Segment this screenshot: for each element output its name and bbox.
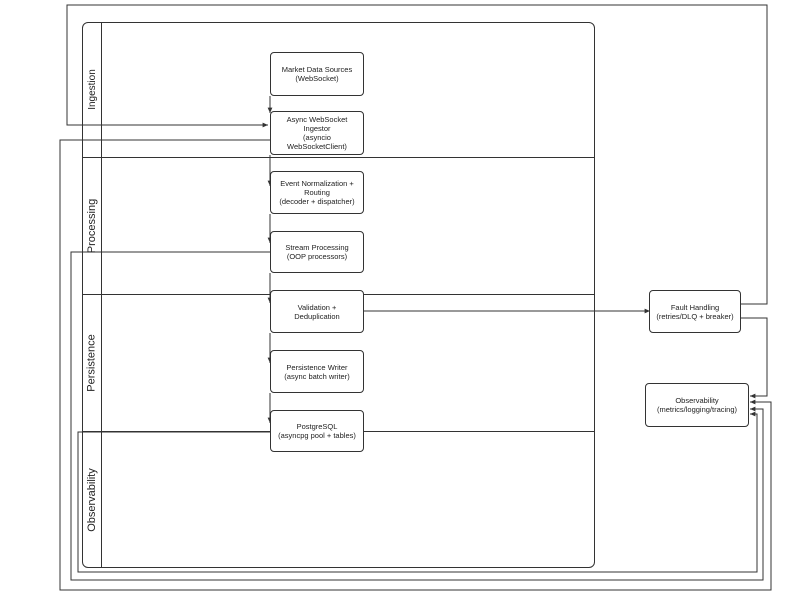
node-event-normalization[interactable]: Event Normalization + Routing (decoder +… — [270, 171, 364, 214]
node-stream-processing[interactable]: Stream Processing (OOP processors) — [270, 231, 364, 273]
node-text: Fault Handling — [670, 302, 720, 312]
node-text: Ingestor — [303, 124, 331, 133]
node-text: (decoder + dispatcher) — [279, 197, 355, 206]
lane-label-observability: Observability — [86, 467, 99, 532]
node-text: Stream Processing — [285, 243, 349, 252]
node-text: (retries/DLQ + breaker) — [656, 311, 734, 321]
node-text: (WebSocket) — [295, 74, 339, 83]
node-text: (metrics/logging/tracing) — [656, 405, 738, 414]
node-text: Async WebSocket — [286, 115, 348, 124]
node-text: (asyncio — [303, 133, 331, 142]
edge-fault-to-observability — [740, 317, 768, 399]
node-text: Deduplication — [294, 311, 340, 321]
node-text: (asyncpg pool + tables) — [278, 431, 356, 440]
node-text: Routing — [304, 188, 330, 197]
node-text: Market Data Sources — [281, 65, 353, 74]
lane-label-processing: Processing — [86, 198, 99, 253]
lane-observability: Observability — [82, 431, 102, 568]
node-persistence-writer[interactable]: Persistence Writer (async batch writer) — [270, 350, 364, 393]
edge-ingestor-to-observability — [59, 139, 772, 591]
edge-stream-to-observability — [70, 251, 764, 581]
node-async-websocket-ingestor[interactable]: Async WebSocket Ingestor (asyncio WebSoc… — [270, 111, 364, 155]
node-text: Validation + — [297, 302, 337, 312]
node-text: Persistence Writer — [286, 362, 348, 372]
node-postgresql[interactable]: PostgreSQL (asyncpg pool + tables) — [270, 410, 364, 452]
edge-fault-to-ingestor — [66, 4, 768, 305]
lane-label-persistence: Persistence — [86, 333, 99, 392]
lane-label-ingestion: Ingestion — [86, 69, 98, 110]
node-text: Event Normalization + — [280, 179, 354, 188]
lane-ingestion: Ingestion — [82, 22, 102, 157]
lane-processing: Processing — [82, 157, 102, 294]
lane-persistence: Persistence — [82, 294, 102, 431]
edge-postgres-to-observability — [77, 411, 758, 573]
node-market-data-sources[interactable]: Market Data Sources (WebSocket) — [270, 52, 364, 96]
node-observability[interactable]: Observability (metrics/logging/tracing) — [645, 383, 749, 427]
node-text: WebSocketClient) — [287, 142, 347, 151]
swimlane-container — [82, 22, 595, 568]
node-text: Observability — [675, 396, 719, 405]
node-fault-handling[interactable]: Fault Handling (retries/DLQ + breaker) — [649, 290, 741, 333]
node-validation-deduplication[interactable]: Validation + Deduplication — [270, 290, 364, 333]
lane-header-column — [82, 22, 102, 568]
node-text: (async batch writer) — [284, 371, 350, 381]
node-text: PostgreSQL — [296, 422, 338, 431]
node-text: (OOP processors) — [286, 252, 348, 261]
lane-divider-ingestion-processing — [82, 157, 595, 158]
